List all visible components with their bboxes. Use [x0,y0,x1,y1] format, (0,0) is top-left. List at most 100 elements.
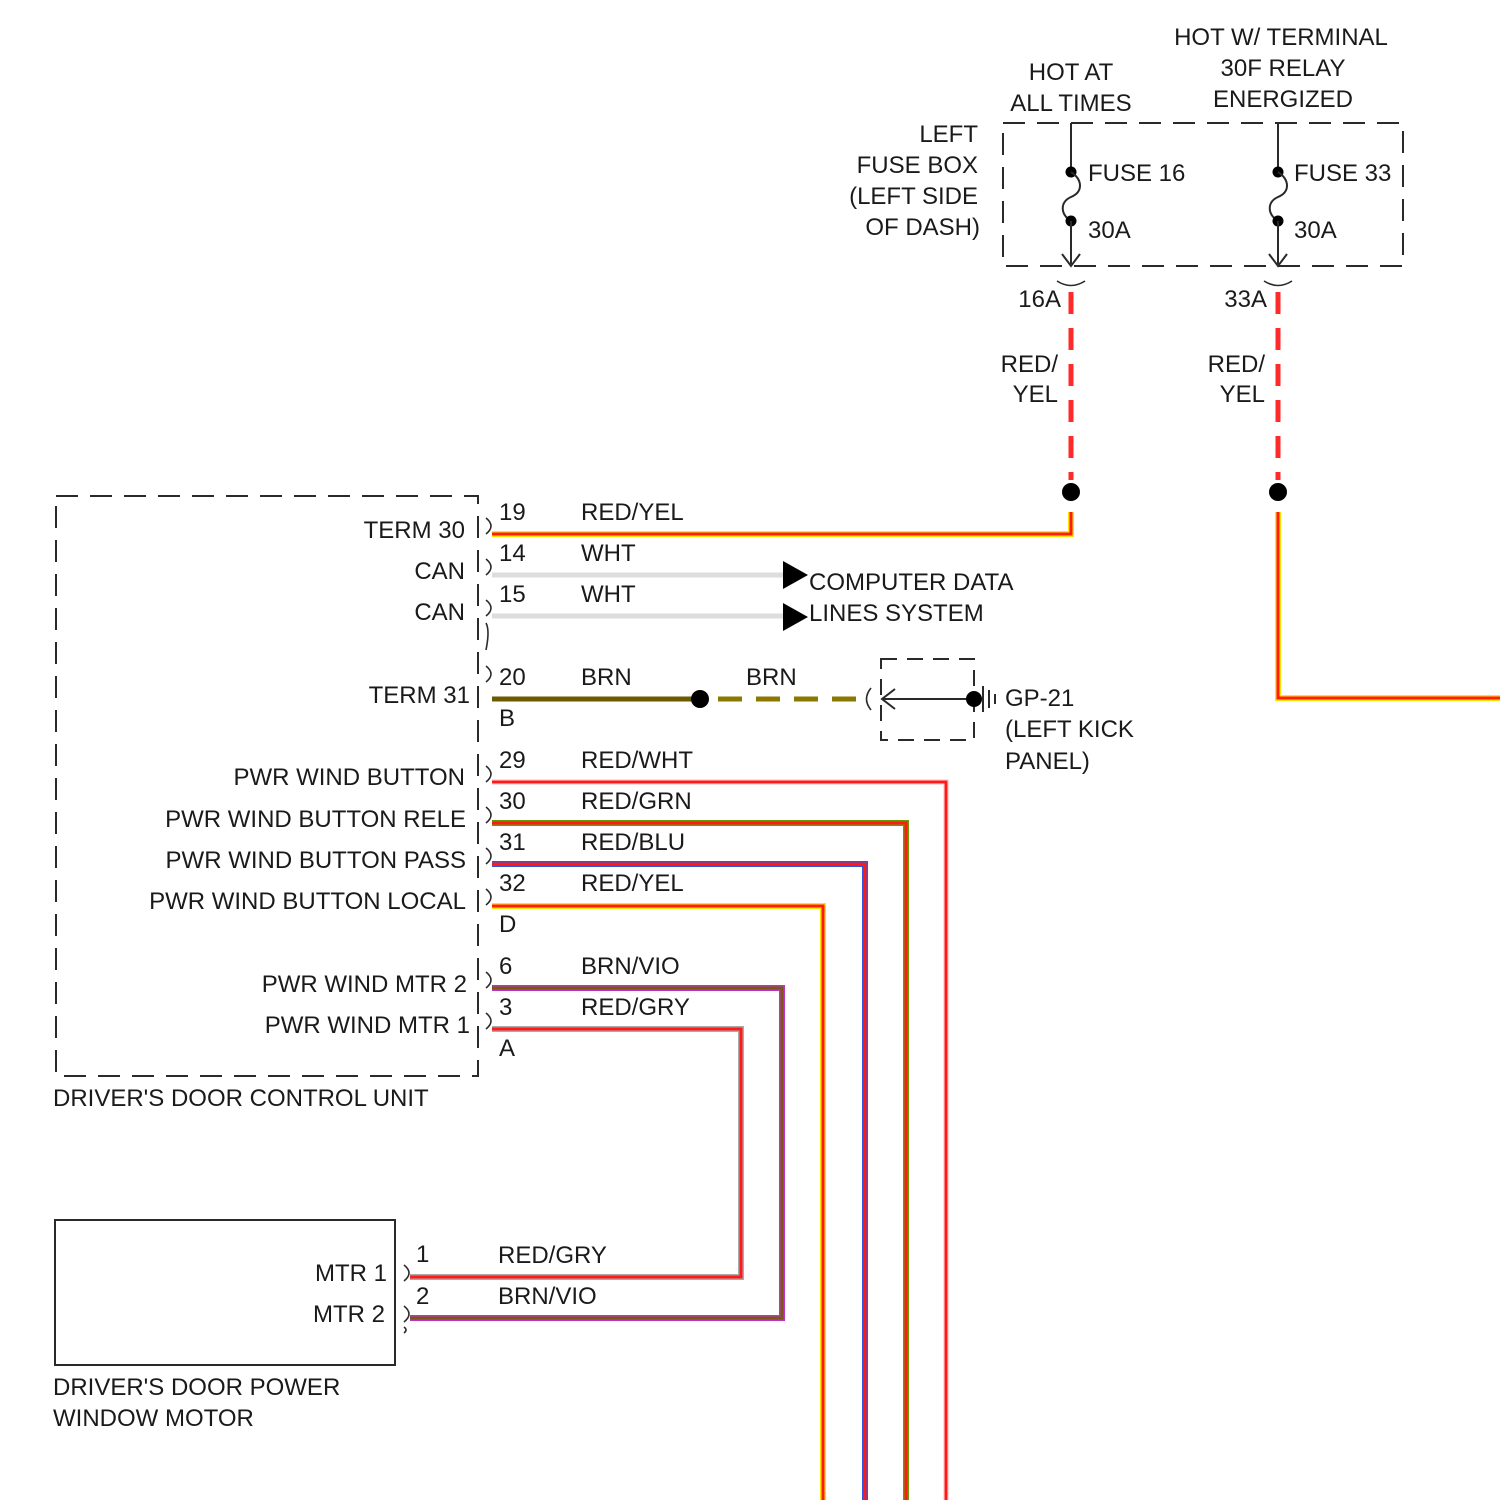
terminal-16a-label: 16A [1018,286,1061,313]
motor-pin-number: 2 [416,1283,429,1310]
pin-function-label: PWR WIND BUTTON PASS [166,847,466,874]
pin-function-label: TERM 31 [369,682,470,709]
pin-function-label: CAN [414,599,465,626]
ground-location: PANEL) [1005,748,1090,775]
wire-color-label: RED/GRY [581,994,690,1021]
fuse-16-element-icon [1063,172,1080,221]
pin-number: 20 [499,664,526,691]
door-control-unit-title: DRIVER'S DOOR CONTROL UNIT [53,1085,429,1112]
pin-number: 6 [499,953,512,980]
pin-29-wire [492,782,946,1500]
pin-number: 29 [499,747,526,774]
wire-color-label: WHT [581,581,636,608]
wire-core [492,823,906,1500]
wire-stripe [492,512,1071,534]
ground-symbol-icon [983,686,995,712]
pin-19-wire [492,512,1071,534]
splice-dot [1269,483,1287,501]
pin-number: 32 [499,870,526,897]
can-wires: COMPUTER DATA LINES SYSTEM [492,561,1013,631]
can-arrow-icon [783,561,808,589]
feed-wire-33a-solid [1278,512,1500,698]
motor-connector-icon [404,1265,409,1333]
connector-letter: B [499,705,515,732]
can-target-label: LINES SYSTEM [809,600,984,627]
window-motor-title: WINDOW MOTOR [53,1405,254,1432]
terminal-33a-label: 33A [1224,286,1267,313]
hot-relay-label: ENERGIZED [1213,86,1353,113]
connector-33a-icon [1264,281,1292,286]
hot-at-all-times-label: HOT AT [1029,59,1114,86]
door-control-unit: DRIVER'S DOOR CONTROL UNIT TERM 30 CAN C… [53,496,693,1112]
feed-wire-16a: RED/ YEL [1001,292,1080,501]
wire-color-label: RED/GRN [581,788,692,815]
splice-dot [1062,483,1080,501]
wire-core [492,512,1071,534]
wire-color-label: RED/YEL [581,870,684,897]
fuse-16: FUSE 16 30A 16A [1018,123,1185,313]
pin-number: 3 [499,994,512,1021]
pin-number: 19 [499,499,526,526]
pin-function-label: PWR WIND BUTTON RELE [165,806,466,833]
window-motor: MTR 1 MTR 2 1 2 RED/GRY BRN/VIO DRIVER'S… [53,1220,607,1432]
ground-dot [966,691,982,707]
pin-3-wire [410,1029,741,1277]
wire-color-label: BRN [581,664,632,691]
pin-function-label: TERM 30 [364,517,465,544]
feed-wire-16a-color: RED/ [1001,351,1059,378]
motor-pin-number: 1 [416,1241,429,1268]
fuse-box-label: OF DASH) [865,214,980,241]
pin-30-wire [492,823,906,1500]
connector-16a-icon [1057,281,1085,286]
splice-dot [691,690,709,708]
pin-number: 14 [499,540,526,567]
feed-wire-33a-color: RED/ [1208,351,1266,378]
wire-color-label: RED/BLU [581,829,685,856]
pin-number: 30 [499,788,526,815]
window-motor-title: DRIVER'S DOOR POWER [53,1374,340,1401]
pin-number: 15 [499,581,526,608]
fuse-33: FUSE 33 30A 33A [1224,123,1391,313]
fuse-16-name: FUSE 16 [1088,160,1185,187]
wire-stripe [492,823,906,1500]
pin-function-label: PWR WIND MTR 2 [262,971,467,998]
connector-plug-icons [486,518,491,1029]
motor-wire-color: BRN/VIO [498,1283,597,1310]
pin-function-label: PWR WIND BUTTON LOCAL [149,888,466,915]
ground-connector-icon [867,688,872,710]
wire-color-label: RED/YEL [581,499,684,526]
ground-wire-color: BRN [746,664,797,691]
pin-function-label: PWR WIND BUTTON [233,764,465,791]
pin-number: 31 [499,829,526,856]
pin-function-label: PWR WIND MTR 1 [265,1012,470,1039]
ground-location: (LEFT KICK [1005,716,1134,743]
motor-pin-function: MTR 2 [313,1301,385,1328]
wire-stripe [492,782,946,1500]
hot-relay-label: 30F RELAY [1221,55,1346,82]
feed-wire-33a-solid [1278,512,1500,698]
fuse-33-name: FUSE 33 [1294,160,1391,187]
feed-wire-16a-color: YEL [1013,381,1058,408]
fuse-box-label: LEFT [919,121,978,148]
wire-color-label: WHT [581,540,636,567]
feed-wire-33a: RED/ YEL [1208,292,1500,698]
can-target-label: COMPUTER DATA [809,569,1013,596]
wire-core [492,782,946,1500]
fuse-33-element-icon [1270,172,1287,221]
motor-pin-function: MTR 1 [315,1260,387,1287]
connector-letter: A [499,1035,515,1062]
hot-relay-label: HOT W/ TERMINAL [1174,24,1388,51]
fuse-box-label: (LEFT SIDE [849,183,978,210]
fuse-box-outline [1003,123,1403,266]
hot-at-all-times-label: ALL TIMES [1010,90,1131,117]
connector-letter: D [499,911,516,938]
window-motor-outline [55,1220,395,1365]
fuse-33-rating: 30A [1294,217,1337,244]
wire-color-label: BRN/VIO [581,953,680,980]
wire-core [410,1029,741,1277]
wire-stripe [410,1029,741,1277]
ground-name: GP-21 [1005,685,1074,712]
fuse-16-rating: 30A [1088,217,1131,244]
wire-color-label: RED/WHT [581,747,693,774]
